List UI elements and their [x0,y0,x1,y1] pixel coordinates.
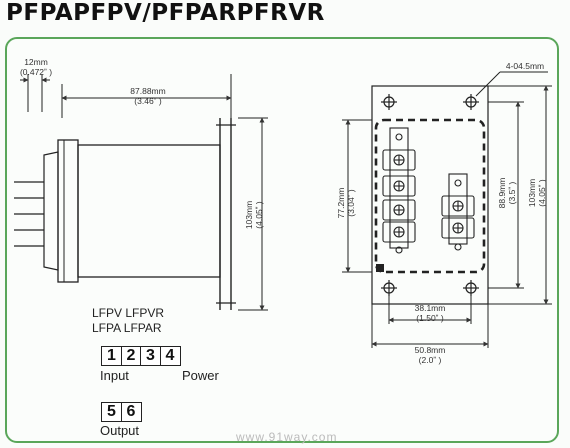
dim-side-height-mm: 103mm [244,200,254,230]
side-view [14,74,268,311]
pin-6: 6 [120,402,142,422]
dim-outer-width-in: (2.0ˮ ) [418,355,442,365]
dim-outer-width-label: 50.8mm (2.0ˮ ) [405,345,455,365]
output-pins: 5 6 [101,402,142,422]
dim-mid-height-label: 88.9mm (3.5ˮ ) [497,168,517,218]
mounting-plate [371,85,489,305]
dim-inner-height-in: (3.04ˮ ) [346,189,356,217]
dim-outer-height-mm: 103mm [527,178,537,208]
dim-inner-width-mm: 38.1mm [414,303,446,313]
dim-mid-height-in: (3.5ˮ ) [507,181,517,205]
relay-body [77,144,221,278]
terminal-block [43,151,59,271]
pin-2: 2 [120,346,142,366]
terminal-pins [14,181,44,247]
watermark: www.91way.com [236,430,338,444]
dim-inner-width-label: 38.1mm (1.50ˮ ) [405,303,455,323]
power-label: Power [182,368,219,383]
output-label: Output [100,423,140,438]
dim-width-label: 12mm (0.472ˮ ) [16,57,56,77]
hole-label: 4-04.5mm [505,61,545,71]
pin-5: 5 [101,402,122,422]
dim-outer-height-label: 103mm (4.05ˮ ) [527,168,547,218]
terminal-strip-left [382,127,416,254]
dim-mid-height-mm: 88.9mm [497,177,507,209]
input-label: Input [100,368,129,383]
terminal-strip-right [441,173,475,251]
dim-side-height-label: 103mm (4.05ˮ ) [244,185,264,245]
dim-depth-label: 87.88mm (3.46ˮ ) [118,86,178,106]
pin-4: 4 [159,346,181,366]
dim-outer-width-mm: 50.8mm [414,345,446,355]
dim-inner-height-mm: 77.2mm [336,187,346,219]
dim-width-in: (0.472ˮ ) [19,67,53,77]
mounting-holes [381,94,479,296]
housing-outline [374,118,486,274]
input-power-pins: 1 2 3 4 [101,346,181,366]
dim-depth-in: (3.46ˮ ) [134,96,162,106]
hole-leader [475,71,501,97]
dim-inner-width-in: (1.50ˮ ) [416,313,444,323]
front-flange [57,139,79,283]
dim-outer-height-in: (4.05ˮ ) [537,179,547,207]
dim-side-height-in: (4.05ˮ ) [254,201,264,229]
model-line-2: LFPA LFPAR [92,321,162,335]
dim-inner-height-label: 77.2mm (3.04ˮ ) [336,178,356,228]
dim-width-mm: 12mm [24,57,48,67]
page-title: PFPAPFPV/PFPARPFRVR [6,0,325,26]
pin-1: 1 [101,346,122,366]
corner-mark [376,264,384,272]
front-view [342,71,552,348]
pin-3: 3 [140,346,161,366]
model-line-1: LFPV LFPVR [92,306,165,320]
dim-depth-mm: 87.88mm [130,86,166,96]
